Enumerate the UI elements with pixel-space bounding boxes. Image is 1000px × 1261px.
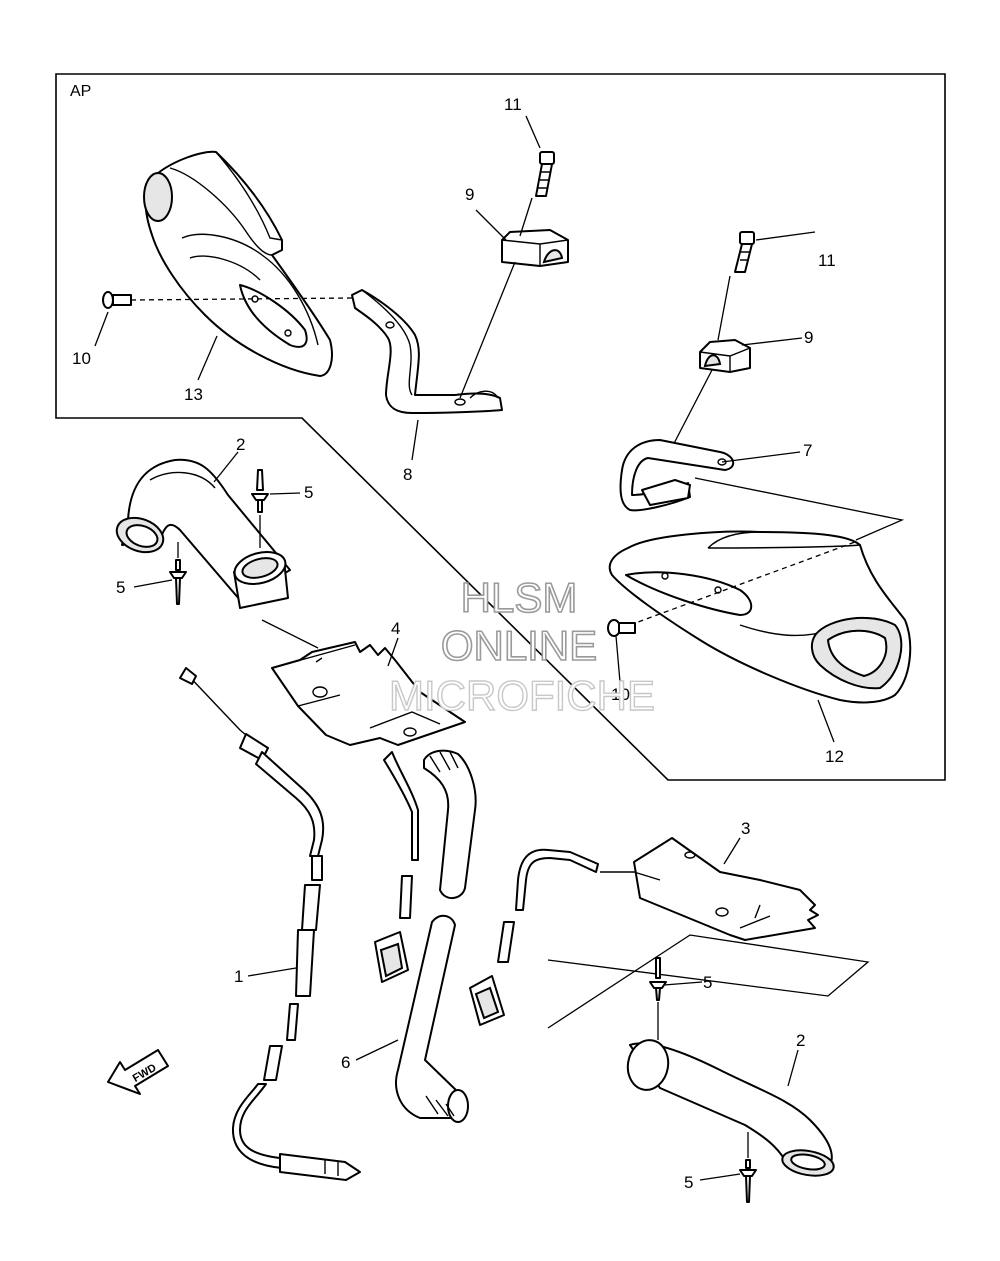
inset-label: AP (70, 83, 91, 100)
watermark: HLSM ONLINE MICROFICHE (388, 573, 655, 720)
callout-11-upper: 11 (504, 95, 522, 114)
hand-guard-left (143, 150, 333, 377)
screw-10-left (102, 291, 132, 309)
heater-4 (271, 641, 466, 746)
bracket-7 (619, 439, 735, 512)
callout-5-c: 5 (703, 973, 712, 992)
rivet-5-c (649, 957, 667, 1001)
callout-6: 6 (341, 1053, 350, 1072)
watermark-line-2: ONLINE (441, 622, 597, 669)
callout-4: 4 (391, 619, 400, 638)
hand-guard-right (608, 530, 912, 704)
callout-9-right: 9 (804, 328, 813, 347)
watermark-line-1: HLSM (461, 574, 578, 621)
callout-5-b: 5 (116, 578, 125, 597)
callout-10-left: 10 (72, 349, 91, 368)
callout-13: 13 (184, 385, 203, 404)
callout-3: 3 (741, 819, 750, 838)
inset-frame (55, 73, 946, 781)
clamp-9-right (699, 339, 751, 373)
callout-9-upper: 9 (465, 185, 474, 204)
rivet-5-a (251, 469, 269, 513)
callout-5-d: 5 (684, 1173, 693, 1192)
grip-2-upper (115, 458, 291, 609)
callout-5-a: 5 (304, 483, 313, 502)
callout-12: 12 (825, 747, 844, 766)
heater-3 (600, 837, 819, 941)
bolt-11-upper (535, 151, 555, 197)
cover-tube-6-upper (423, 749, 477, 899)
lead-wire-4 (374, 751, 419, 983)
fwd-direction-badge: FWD (107, 1049, 169, 1095)
bolt-11-right (734, 231, 755, 273)
callout-2-upper: 2 (236, 435, 245, 454)
callout-11-right: 11 (818, 251, 836, 270)
cable-1 (179, 667, 361, 1181)
callout-1: 1 (234, 967, 243, 986)
callout-8: 8 (403, 465, 412, 484)
cover-tube-6-lower (395, 914, 469, 1123)
rivet-5-b (169, 559, 187, 605)
lead-wire-3 (469, 848, 599, 1026)
watermark-line-3: MICROFICHE (389, 672, 655, 719)
callout-10-right: 10 (611, 685, 630, 704)
screw-10-right (607, 619, 636, 637)
rivet-5-d (739, 1159, 757, 1203)
grip-2-lower (626, 1039, 835, 1177)
clamp-9-upper (501, 229, 569, 267)
bracket-8 (351, 289, 503, 414)
callout-7: 7 (803, 441, 812, 460)
callout-2-lower: 2 (796, 1031, 805, 1050)
